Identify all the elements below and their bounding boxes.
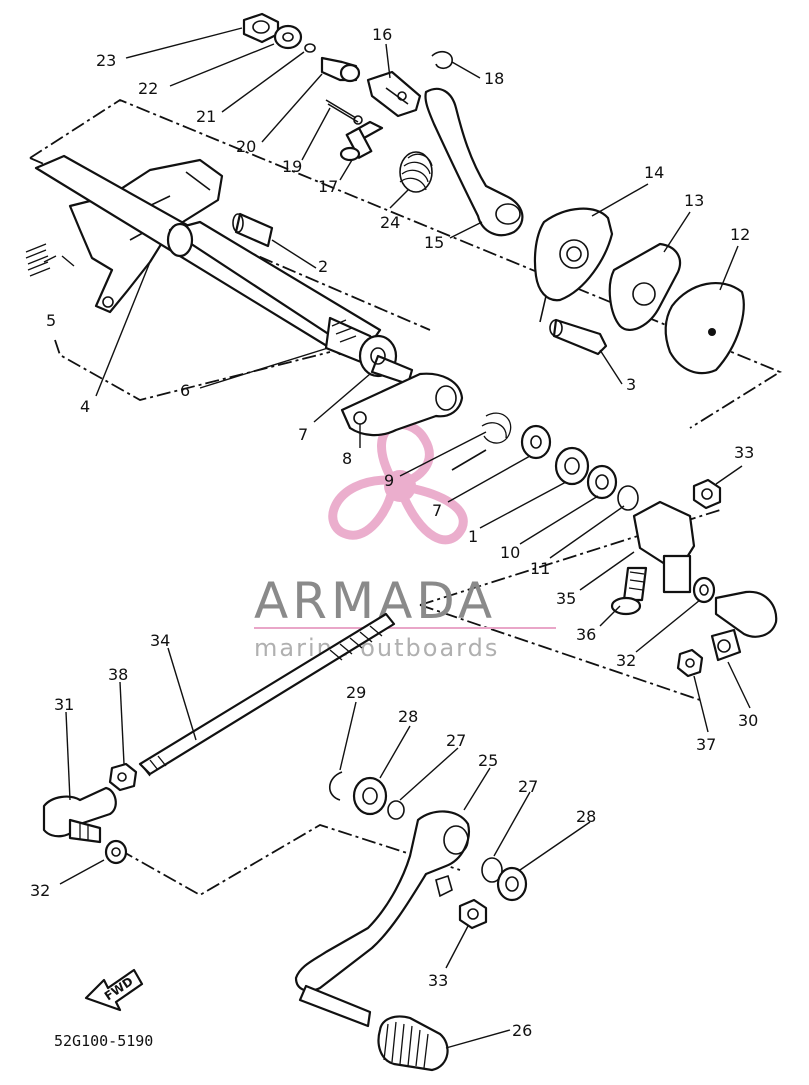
part-24-spring: [399, 151, 433, 193]
part-14-shift-plate: [533, 207, 614, 323]
callout-7-upper: 7: [298, 425, 308, 444]
part-11b-circlip: [617, 485, 639, 511]
part-33-nut-lower: [458, 898, 488, 930]
propeller-logo: [328, 420, 468, 545]
callout-35: 35: [556, 589, 576, 608]
callout-7-lower: 7: [432, 501, 442, 520]
callout-10: 10: [500, 543, 520, 562]
fwd-arrow: FWD: [84, 968, 144, 1012]
part-1-washer: [520, 424, 552, 460]
callout-24: 24: [380, 213, 400, 232]
part-10-bushing: [554, 446, 590, 486]
part-13-plate: [608, 242, 682, 332]
part-23-nut: [242, 12, 280, 44]
part-11-washer: [586, 464, 618, 500]
part-31-rod-end: [42, 786, 117, 844]
part-22-washer: [273, 24, 303, 50]
part-28-washer-right: [496, 866, 528, 902]
part-35-lever-block: [632, 500, 696, 594]
part-15-shift-lever: [424, 87, 524, 237]
callout-18: 18: [484, 69, 504, 88]
part-19-cotter-pin: [325, 99, 363, 125]
part-18-clip: [431, 50, 453, 70]
callout-4: 4: [80, 397, 90, 416]
callout-29: 29: [346, 683, 366, 702]
part-32-washer-right: [692, 576, 716, 604]
callout-33-lower: 33: [428, 971, 448, 990]
part-17-pin: [339, 120, 384, 162]
callout-6: 6: [180, 381, 190, 400]
callout-38: 38: [108, 665, 128, 684]
part-16-link: [366, 70, 422, 118]
callout-27-lower: 27: [518, 777, 538, 796]
callout-32-left: 32: [30, 881, 50, 900]
part-34-shift-rod: [138, 612, 396, 777]
part-37-nut: [676, 648, 704, 678]
callout-14: 14: [644, 163, 664, 182]
callout-labels: 23 22 21 20 19 17 16 18 24 15 14 13 12 2…: [30, 25, 758, 1040]
part-20-bolt: [320, 56, 361, 83]
callout-9: 9: [384, 471, 394, 490]
part-25-shift-pedal: [294, 810, 470, 992]
part-29-circlip: [328, 771, 343, 801]
callout-20: 20: [236, 137, 256, 156]
callout-8: 8: [342, 449, 352, 468]
callout-28-lower: 28: [576, 807, 596, 826]
part-32-washer-left: [104, 839, 128, 865]
part-3-pin: [549, 318, 608, 356]
callout-11: 11: [530, 559, 550, 578]
callout-21: 21: [196, 107, 216, 126]
callout-37: 37: [696, 735, 716, 754]
callout-13: 13: [684, 191, 704, 210]
callout-26: 26: [512, 1021, 532, 1040]
part-38-nut: [108, 762, 138, 792]
callout-31: 31: [54, 695, 74, 714]
callout-5: 5: [46, 311, 56, 330]
callout-25: 25: [478, 751, 498, 770]
callout-34: 34: [150, 631, 170, 650]
watermark-brand: ARMADA: [254, 572, 496, 630]
callout-3: 3: [626, 375, 636, 394]
part-27-oring-right: [481, 857, 503, 883]
callout-17: 17: [318, 177, 338, 196]
part-5-spring: [25, 243, 51, 277]
callout-30: 30: [738, 711, 758, 730]
callout-22: 22: [138, 79, 158, 98]
part-12-cam: [664, 282, 745, 375]
callout-32-right: 32: [616, 651, 636, 670]
part-26-pedal-rubber: [298, 984, 449, 1072]
callout-36: 36: [576, 625, 596, 644]
callout-33-upper: 33: [734, 443, 754, 462]
part-9-spring: [451, 412, 512, 471]
part-27-oring-left: [387, 800, 405, 820]
callout-1: 1: [468, 527, 478, 546]
part-2-pin: [232, 212, 274, 248]
part-21-ring: [304, 43, 316, 53]
callout-15: 15: [424, 233, 444, 252]
callout-2: 2: [318, 257, 328, 276]
part-28-washer-left: [352, 776, 388, 816]
callout-16: 16: [372, 25, 392, 44]
callout-12: 12: [730, 225, 750, 244]
part-33-nut-upper: [692, 478, 722, 510]
part-30-rod-end: [710, 590, 778, 662]
diagram-code: 52G100-5190: [54, 1032, 153, 1050]
callout-23: 23: [96, 51, 116, 70]
part-36-bolt: [610, 566, 648, 616]
leader-lines: [43, 27, 751, 1049]
watermark-tagline: marine outboards: [254, 634, 499, 662]
callout-19: 19: [282, 157, 302, 176]
callout-27-upper: 27: [446, 731, 466, 750]
callout-28-upper: 28: [398, 707, 418, 726]
armada-watermark: ARMADA marine outboards: [254, 420, 556, 662]
